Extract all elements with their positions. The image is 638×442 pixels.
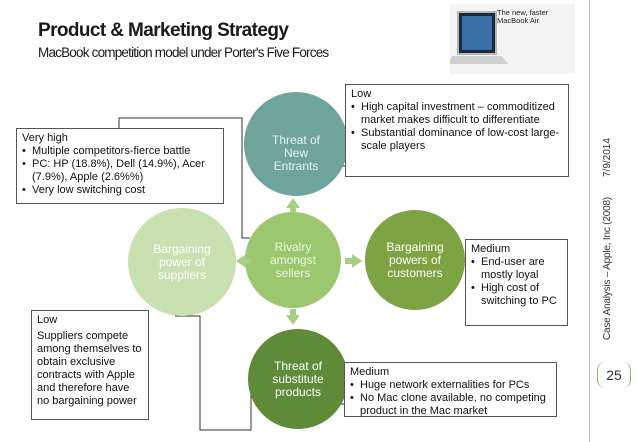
threat-of-new-entrants-label: Threat of New Entrants	[271, 133, 321, 173]
note-customers-level: Medium	[471, 243, 511, 255]
slide-subtitle: MacBook competition model under Porter's…	[38, 45, 329, 60]
note-rivalry-level: Very high	[22, 132, 68, 144]
arrow-right-icon	[352, 254, 362, 268]
note-rivalry-item: Very low switching cost	[22, 184, 218, 197]
note-customers: Medium End-user are mostly loyal High co…	[465, 239, 568, 326]
note-substitutes-item: Huge network externalities for PCs	[350, 379, 551, 392]
bargaining-powers-customers-label: Bargaining powers of customers	[386, 239, 444, 280]
note-customers-item: End-user are mostly loyal	[471, 256, 562, 282]
note-rivalry-item: PC: HP (18.8%), Dell (14.9%), Acer (7.9%…	[22, 158, 218, 184]
arrow-left-stem	[245, 258, 251, 264]
note-substitutes-item: No Mac clone available, no competing pro…	[350, 392, 551, 418]
note-new-entrants-item: Substantial dominance of low-cost large-…	[351, 127, 563, 153]
arrow-up-stem	[290, 207, 296, 212]
arrow-right-stem	[345, 258, 352, 264]
sidebar-divider	[589, 0, 590, 442]
slide-title: Product & Marketing Strategy	[38, 20, 289, 41]
arrow-down-icon	[286, 315, 300, 325]
arrow-down-stem	[290, 309, 296, 315]
rivalry-amongst-sellers: Rivalry amongst sellers	[245, 212, 341, 308]
bargaining-power-suppliers: Bargaining power of suppliers	[128, 208, 236, 316]
note-rivalry: Very high Multiple competitors-fierce ba…	[16, 128, 224, 204]
note-new-entrants-item: High capital investment – commoditized m…	[351, 101, 563, 127]
note-rivalry-item: Multiple competitors-fierce battle	[22, 145, 218, 158]
note-customers-item: High cost of switching to PC	[471, 282, 562, 308]
threat-of-substitute-products-label: Threat of substitute products	[272, 358, 324, 399]
note-suppliers-level: Low	[37, 314, 58, 326]
note-suppliers-text: Suppliers compete among themselves to ob…	[37, 330, 142, 407]
bargaining-power-suppliers-label: Bargaining power of suppliers	[153, 241, 211, 282]
threat-of-new-entrants: Threat of New Entrants	[244, 92, 348, 196]
note-substitutes: Medium Huge network externalities for PC…	[344, 362, 557, 417]
page-number: 25	[597, 362, 631, 388]
arrow-up-icon	[286, 198, 300, 208]
note-new-entrants-level: Low	[351, 88, 372, 100]
note-new-entrants: Low High capital investment – commoditiz…	[345, 84, 569, 177]
macbook-air-image	[448, 4, 575, 74]
note-substitutes-level: Medium	[350, 366, 390, 378]
macbook-air-promo: The new, faster MacBook Air	[497, 8, 549, 25]
threat-of-substitute-products: Threat of substitute products	[248, 329, 348, 429]
arrow-left-icon	[236, 254, 246, 268]
note-suppliers: Low Suppliers compete among themselves t…	[31, 310, 149, 420]
bargaining-powers-customers: Bargaining powers of customers	[365, 210, 465, 310]
rivalry-amongst-sellers-label: Rivalry amongst sellers	[269, 239, 317, 280]
